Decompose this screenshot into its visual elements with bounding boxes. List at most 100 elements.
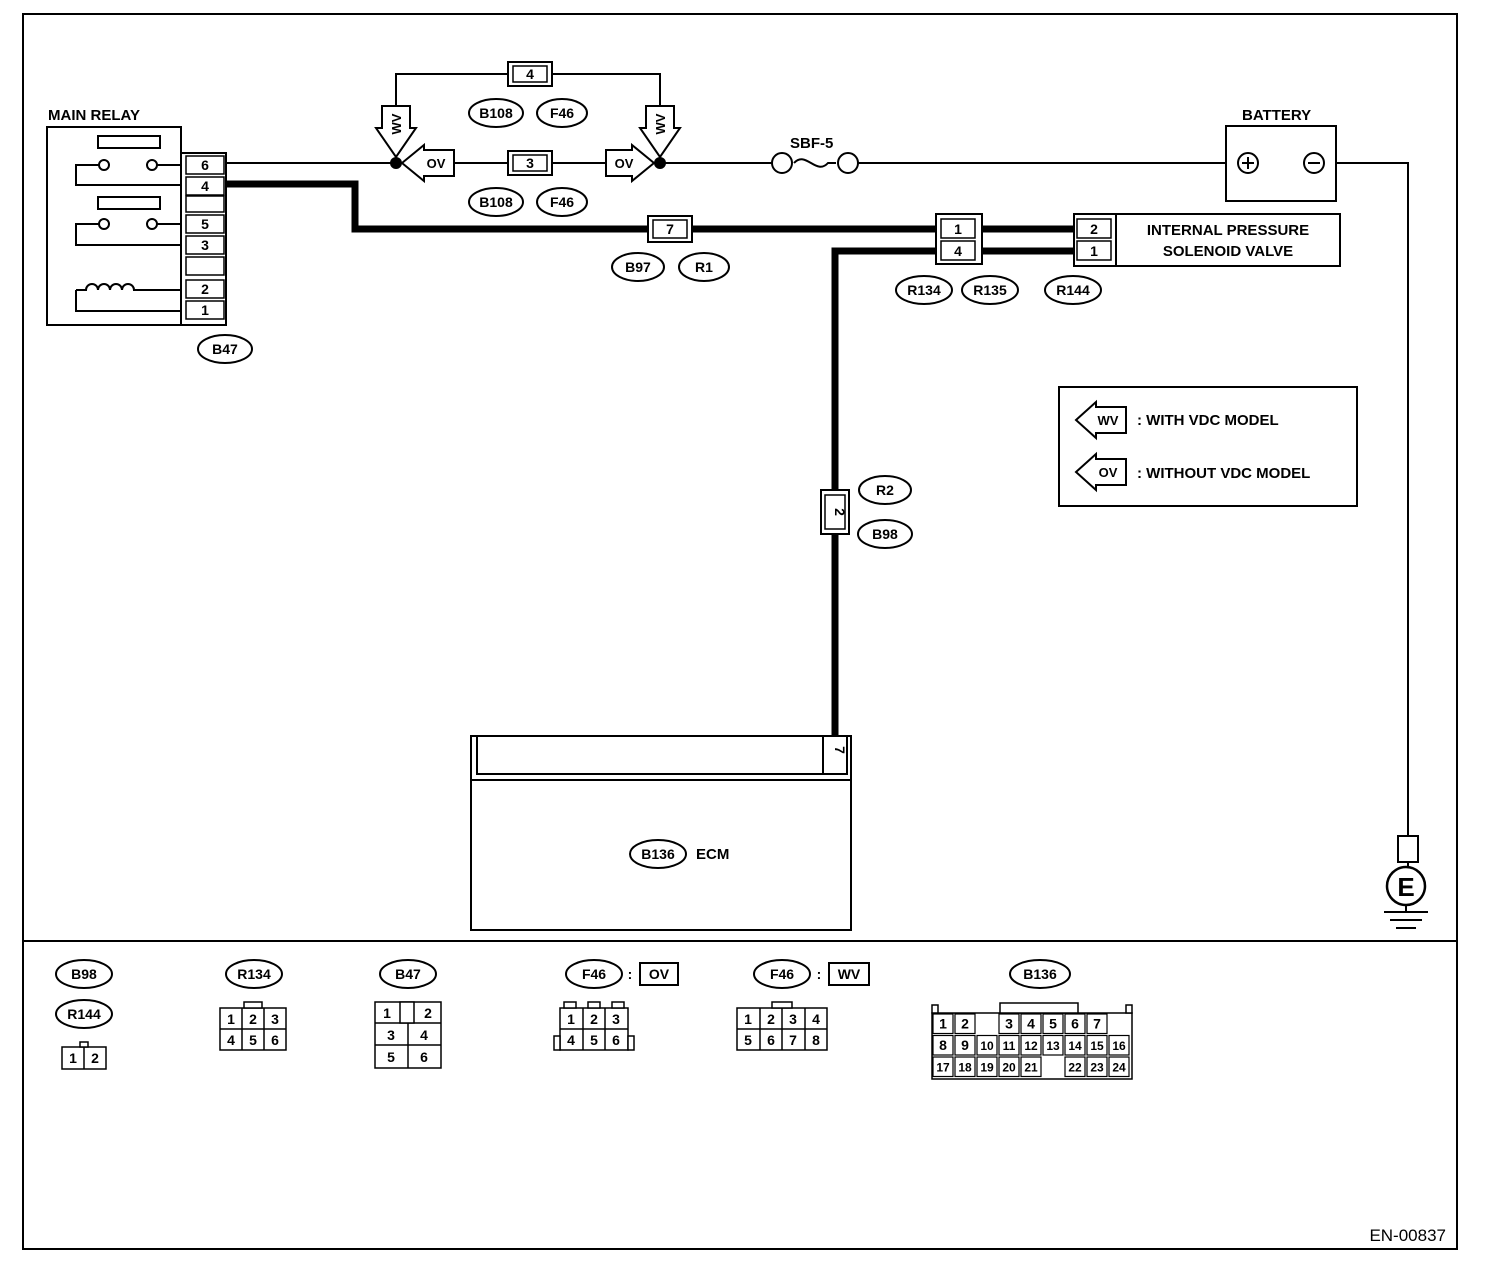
f46-wv-face-pin-4: 4 <box>812 1011 820 1027</box>
r134-pin-1: 1 <box>954 221 962 237</box>
b136-face-pin-19: 19 <box>980 1061 994 1075</box>
b136-face-pin-6: 6 <box>1071 1016 1079 1032</box>
b136-pin-cell <box>932 1013 954 1035</box>
b47-face-pin-4: 4 <box>420 1027 428 1043</box>
f46-ov-face-pin-3: 3 <box>612 1011 620 1027</box>
b136-pin-cell <box>1064 1013 1086 1035</box>
solenoid-pin-1: 1 <box>1090 243 1098 259</box>
solenoid-pin-2: 2 <box>1090 221 1098 237</box>
battery <box>1225 125 1337 202</box>
inline-connector-r134-r135 <box>935 213 983 265</box>
svg-text:B136: B136 <box>1023 966 1057 982</box>
b136-face-pin-2: 2 <box>961 1016 969 1032</box>
svg-text:OV: OV <box>615 156 634 171</box>
f46-wv-face-pin-8: 8 <box>812 1032 820 1048</box>
b136-face-pin-22: 22 <box>1068 1061 1082 1075</box>
r144-face-pin-2: 2 <box>91 1050 99 1066</box>
view-oval-b136: B136 <box>1009 959 1071 989</box>
wire-solenoid-to-ecm <box>831 247 1074 736</box>
r134-face-pin-4: 4 <box>227 1032 235 1048</box>
b136-pin-cell <box>998 1013 1020 1035</box>
f46-ov-face-pin-6: 6 <box>612 1032 620 1048</box>
ground-label: E <box>1397 872 1414 902</box>
b47-connector-face <box>374 1001 442 1069</box>
b136-pin-cell <box>976 1056 998 1078</box>
connector-oval-r135: R135 <box>961 275 1019 305</box>
svg-text:B47: B47 <box>212 341 238 357</box>
main-relay-label: MAIN RELAY <box>48 107 140 124</box>
legend-ov-tag: OV <box>1099 465 1118 480</box>
solenoid-label-line1: INTERNAL PRESSURE <box>1147 222 1309 239</box>
connector-oval-b136: B136 <box>629 839 687 869</box>
view-oval-f46-ov: F46 <box>565 959 623 989</box>
b136-face-pin-4: 4 <box>1027 1016 1035 1032</box>
connector-oval-r144: R144 <box>1044 275 1102 305</box>
f46-ov-face-pin-4: 4 <box>567 1032 575 1048</box>
b136-face-pin-1: 1 <box>939 1016 947 1032</box>
svg-text:WV: WV <box>653 113 668 134</box>
b136-face-pin-15: 15 <box>1090 1039 1104 1053</box>
connector-oval-f46-bottom: F46 <box>536 187 588 217</box>
b136-face-pin-5: 5 <box>1049 1016 1057 1032</box>
inline-connector-7: 7 <box>647 215 693 243</box>
svg-text:B98: B98 <box>71 966 97 982</box>
r134-face-pin-2: 2 <box>249 1011 257 1027</box>
ground-symbol <box>1384 835 1428 929</box>
f46-wv-face-pin-5: 5 <box>744 1032 752 1048</box>
b47-face-pin-1: 1 <box>383 1005 391 1021</box>
b136-face-pin-17: 17 <box>936 1061 950 1075</box>
relay-pin-2: 2 <box>201 281 209 297</box>
legend-wv-text: : WITH VDC MODEL <box>1137 412 1279 429</box>
f46-wv-connector-face <box>736 1001 828 1051</box>
legend-box <box>1058 386 1358 507</box>
relay-pin-6: 6 <box>201 157 209 173</box>
r144-face-pin-1: 1 <box>69 1050 77 1066</box>
b136-face-pin-23: 23 <box>1090 1061 1104 1075</box>
svg-text:R144: R144 <box>67 1006 101 1022</box>
fuse-sbf5 <box>771 152 859 174</box>
relay-pin-1: 1 <box>201 302 209 318</box>
legend-wv-tag: WV <box>1098 413 1119 428</box>
main-relay <box>46 126 227 326</box>
legend-ov-text: : WITHOUT VDC MODEL <box>1137 465 1310 482</box>
wire-junction-left <box>390 157 402 169</box>
svg-text:R135: R135 <box>973 282 1007 298</box>
b136-pin-cell <box>932 1056 954 1078</box>
joint-connector-4: 4 <box>507 61 553 87</box>
internal-pressure-solenoid-valve <box>1073 213 1341 267</box>
b136-face-pin-14: 14 <box>1068 1039 1082 1053</box>
f46-wv-tag-box <box>828 962 870 986</box>
svg-text:R134: R134 <box>907 282 941 298</box>
connector-oval-b108-top: B108 <box>468 98 524 128</box>
svg-text:B97: B97 <box>625 259 651 275</box>
r134-face-pin-6: 6 <box>271 1032 279 1048</box>
f46-wv-separator: : <box>817 966 822 982</box>
wire-relay-to-solenoid <box>226 180 1074 233</box>
f46-ov-face-pin-2: 2 <box>590 1011 598 1027</box>
svg-text:F46: F46 <box>550 105 574 121</box>
b136-pin-cell <box>954 1013 976 1035</box>
b136-pin-cell <box>1086 1034 1108 1056</box>
b136-face-pin-12: 12 <box>1024 1039 1038 1053</box>
fuse-label: SBF-5 <box>790 135 833 152</box>
r144-connector-face <box>61 1041 107 1070</box>
svg-text:4: 4 <box>526 66 534 82</box>
r134-face-pin-5: 5 <box>249 1032 257 1048</box>
wire-junction-right <box>654 157 666 169</box>
view-oval-r134: R134 <box>225 959 283 989</box>
b136-pin-cell <box>954 1034 976 1056</box>
relay-pin-3: 3 <box>201 237 209 253</box>
r134-connector-face <box>219 1001 287 1051</box>
svg-text:OV: OV <box>427 156 446 171</box>
b136-face-pin-7: 7 <box>1093 1016 1101 1032</box>
figure-code: EN-00837 <box>1369 1226 1446 1245</box>
b136-face-pin-8: 8 <box>939 1037 947 1053</box>
b136-pin-cell <box>1064 1034 1086 1056</box>
ov-arrow-left-icon: OV <box>400 142 455 184</box>
b136-pin-cell <box>1086 1013 1108 1035</box>
connector-oval-r2: R2 <box>858 475 912 505</box>
view-oval-f46-wv: F46 <box>753 959 811 989</box>
svg-text:3: 3 <box>526 155 534 171</box>
solenoid-label-line2: SOLENOID VALVE <box>1163 243 1293 260</box>
inline-connector-r2-b98: 2 <box>820 489 850 535</box>
